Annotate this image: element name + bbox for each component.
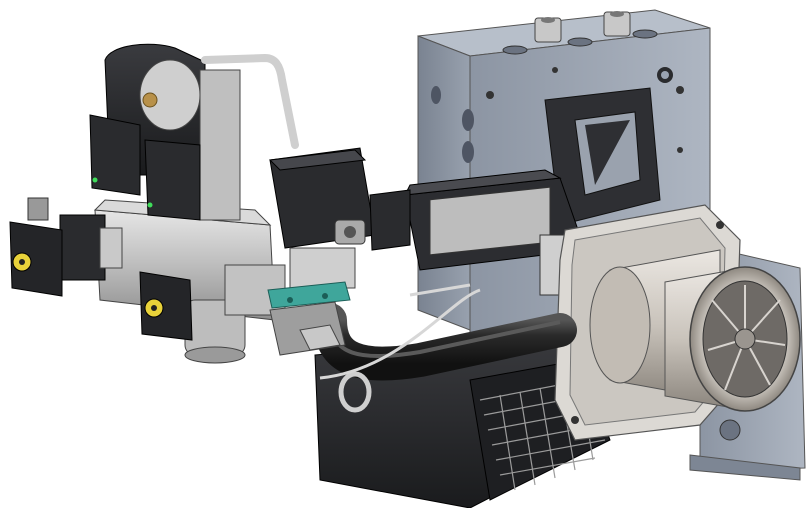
control-unit [267,147,411,413]
servo-actuator [89,43,299,221]
pilot-tubing [319,283,481,380]
solenoid-coil-right [139,271,193,341]
solenoid-coil-left [9,197,63,297]
burner-head [589,249,801,412]
